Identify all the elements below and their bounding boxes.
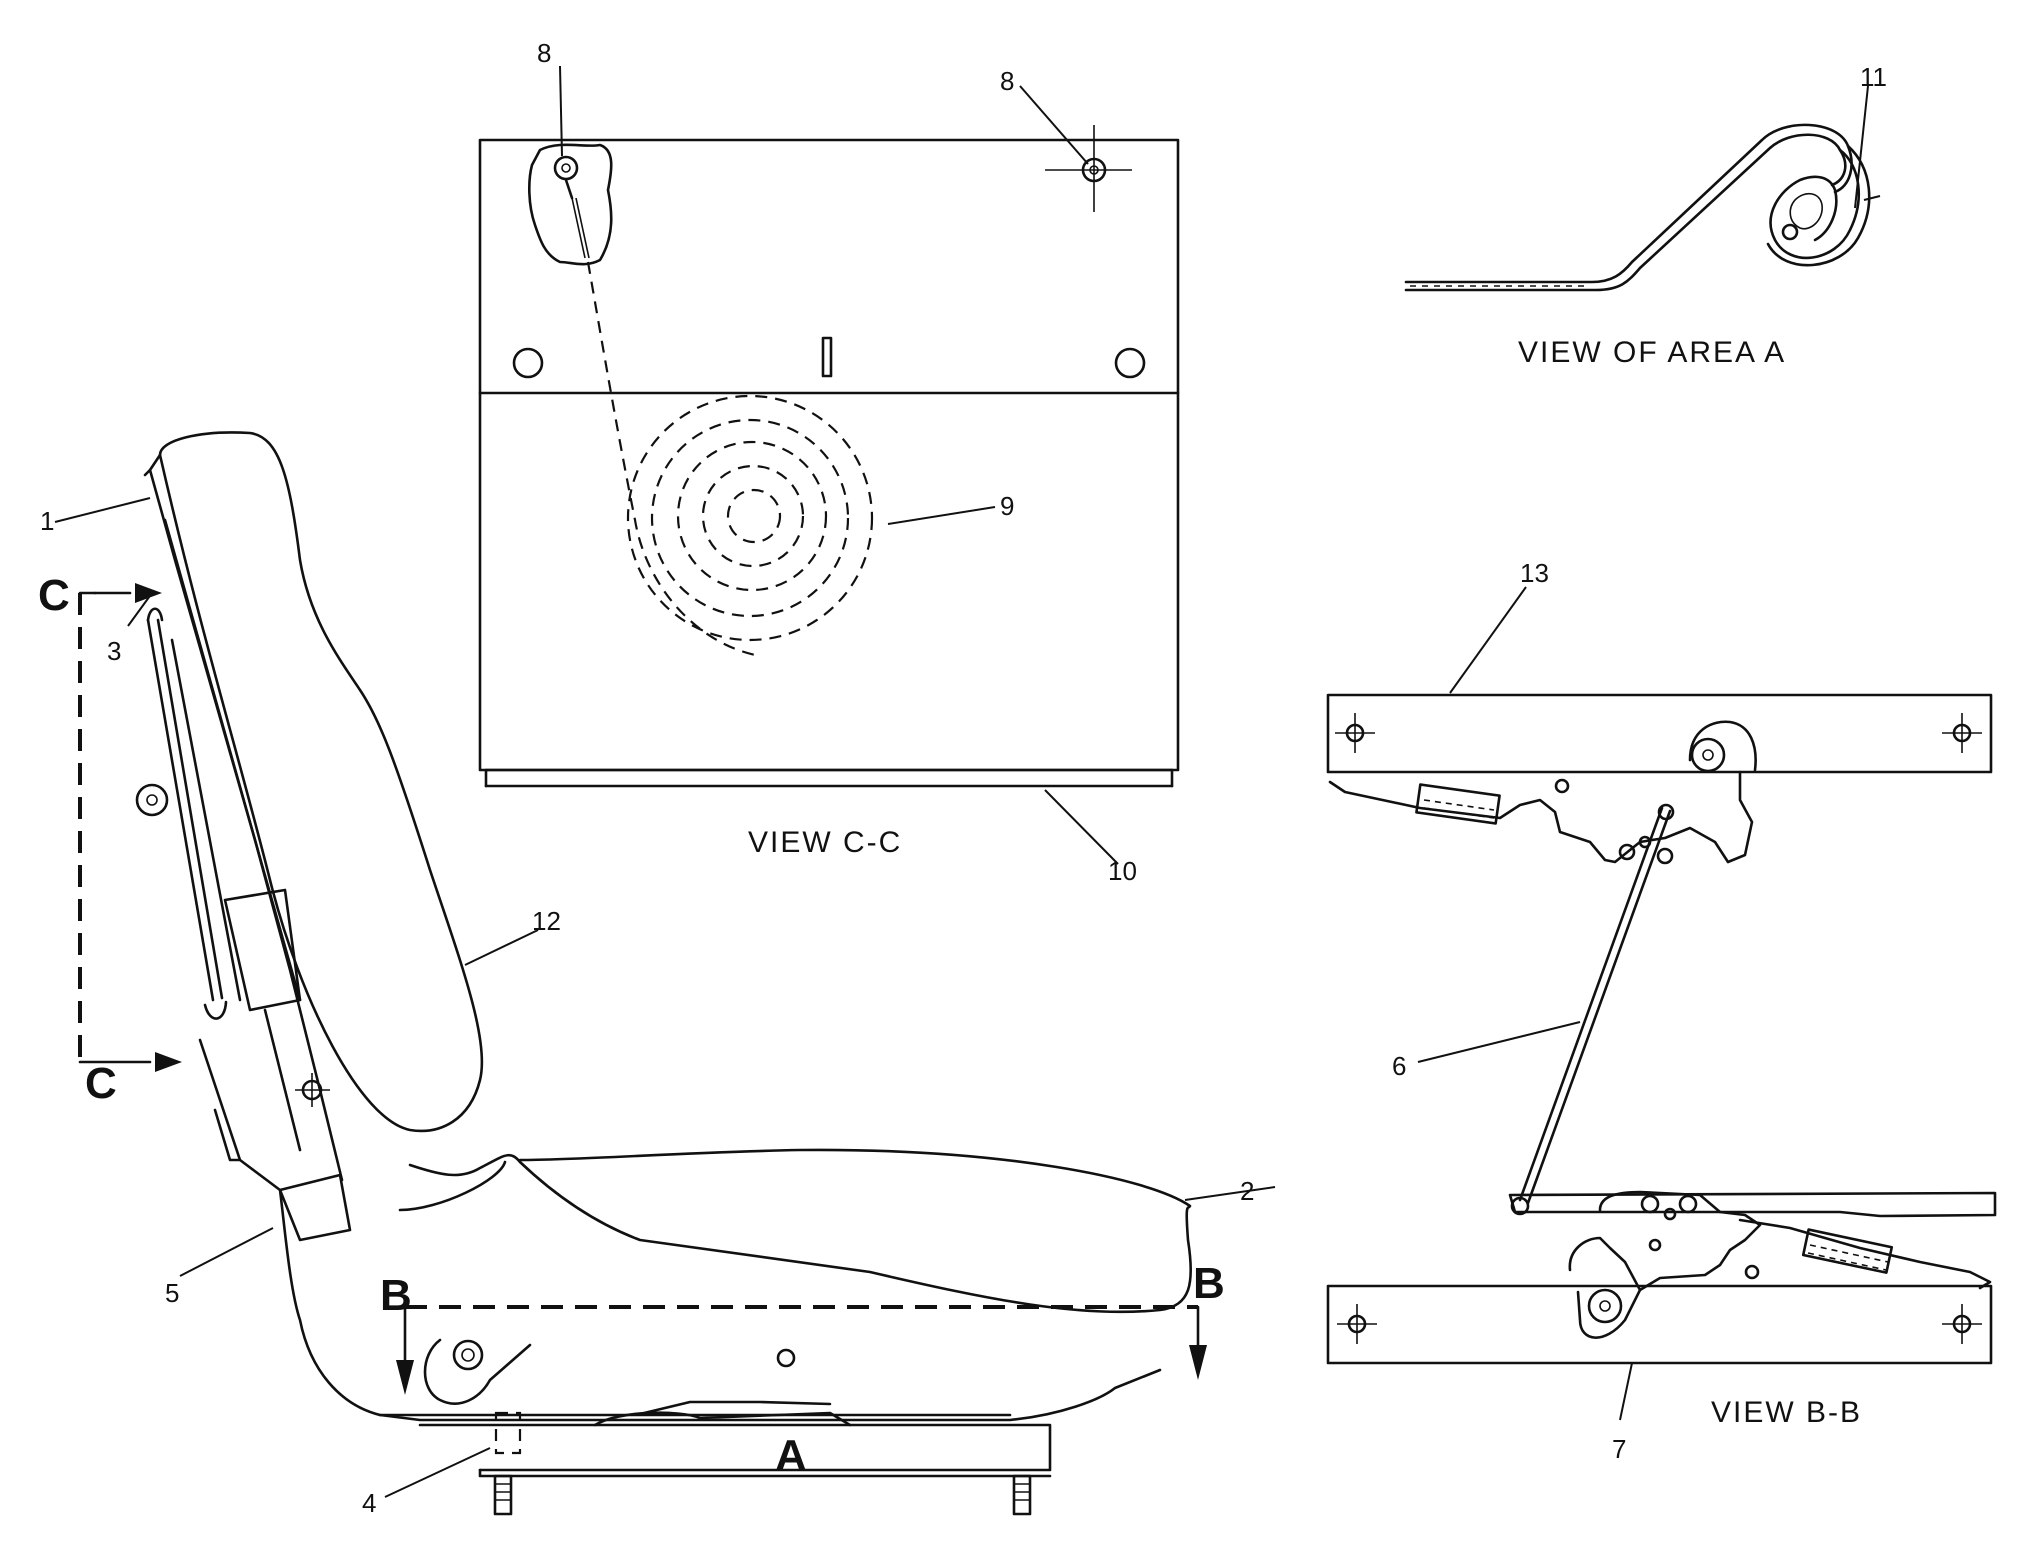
view-area-a-clip [1404, 123, 1881, 292]
callout-4: 4 [362, 1488, 376, 1518]
section-c-line [78, 583, 182, 1072]
view-area-a-caption: VIEW OF AREA A [1518, 336, 1786, 369]
view-bb-rails [1326, 693, 1997, 1365]
callout-12: 12 [532, 906, 561, 936]
area-a-label: A [775, 1431, 807, 1480]
callout-3: 3 [107, 636, 121, 666]
view-cc-panel [478, 125, 1180, 788]
callout-13: 13 [1520, 558, 1549, 588]
section-c-bottom-label: C [85, 1059, 117, 1108]
section-c-top-label: C [38, 571, 70, 620]
callout-8-right: 8 [1000, 66, 1014, 96]
section-b-left-label: B [380, 1271, 412, 1320]
callout-9: 9 [1000, 491, 1014, 521]
view-bb-caption: VIEW B-B [1711, 1396, 1862, 1429]
section-b-right-label: B [1193, 1259, 1225, 1308]
callout-2: 2 [1240, 1176, 1254, 1206]
callout-8-left: 8 [537, 38, 551, 68]
callout-6: 6 [1392, 1051, 1406, 1081]
section-b-line [396, 1305, 1207, 1395]
callout-5: 5 [165, 1278, 179, 1308]
callout-1: 1 [40, 506, 54, 536]
seat-side-view [135, 431, 1193, 1516]
callout-7: 7 [1612, 1434, 1626, 1464]
callout-10: 10 [1108, 856, 1137, 886]
callout-labels: 1 2 3 4 5 6 7 8 8 9 10 11 12 13 VIEW C-C… [38, 38, 1887, 1518]
leader-lines [54, 65, 1869, 1498]
view-cc-caption: VIEW C-C [748, 826, 902, 859]
callout-11: 11 [1860, 62, 1887, 92]
